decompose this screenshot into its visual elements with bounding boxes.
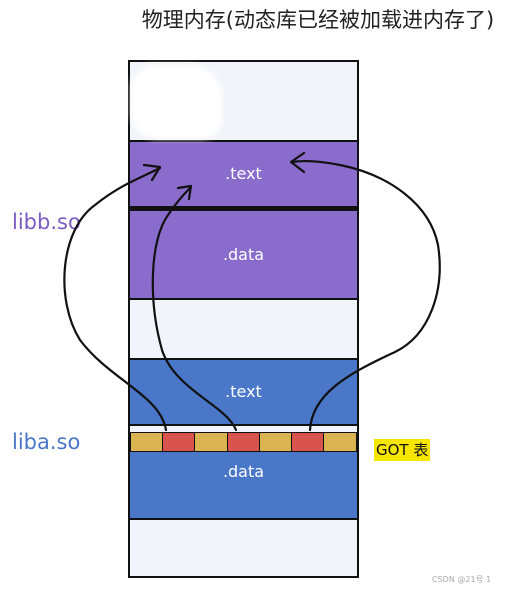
- diagram-title: 物理内存(动态库已经被加载进内存了): [141, 8, 495, 32]
- got-entry-yellow: [323, 432, 358, 452]
- libb-label: libb.so: [12, 210, 81, 234]
- redaction-blob: [134, 68, 220, 136]
- arrow-got-right: [290, 159, 441, 432]
- arrow-got-left: [63, 166, 168, 432]
- watermark: CSDN @21号 1: [432, 575, 492, 584]
- libb-data-section: .data: [130, 208, 357, 300]
- liba-data-section: .data: [130, 452, 357, 520]
- arrow-got-middle: [151, 186, 238, 432]
- got-label: GOT 表: [374, 439, 431, 461]
- arrow-got-middle-head: [176, 184, 193, 201]
- libb-text-section: .text: [130, 140, 357, 208]
- liba-label: liba.so: [12, 430, 81, 454]
- liba-text-section: .text: [130, 358, 357, 426]
- arrow-got-left-head: [142, 163, 162, 182]
- arrow-got-right-head: [289, 151, 306, 174]
- got-table: [130, 432, 358, 452]
- physical-memory: .text .data .text .data: [128, 60, 359, 578]
